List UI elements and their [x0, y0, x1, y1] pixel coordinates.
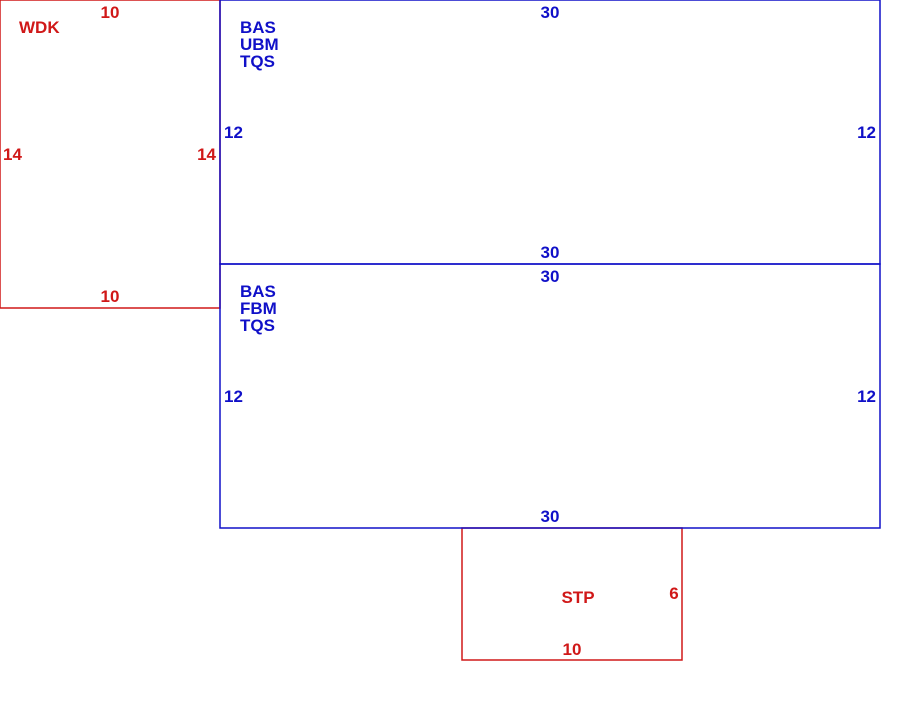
wood-deck-code: WDK [19, 18, 60, 37]
upper-main-code-2: UBM [240, 35, 279, 54]
stoop-code: STP [561, 588, 594, 607]
lower-main-code-3: TQS [240, 316, 275, 335]
wood-deck-left-dimension: 14 [3, 145, 22, 164]
wood-deck-top-dimension: 10 [101, 3, 120, 22]
lower-main-top-dimension: 30 [541, 267, 560, 286]
wood-deck-right-dimension: 14 [197, 145, 216, 164]
upper-main-code-1: BAS [240, 18, 276, 37]
stoop-right-dimension: 6 [669, 584, 678, 603]
wood-deck-outline [0, 0, 221, 309]
stoop-area[interactable]: STP 10 6 [461, 527, 683, 661]
lower-main-code-2: FBM [240, 299, 277, 318]
lower-main-right-dimension: 12 [857, 387, 876, 406]
lower-main-outline [219, 263, 881, 529]
upper-main-code-3: TQS [240, 52, 275, 71]
upper-main-left-dimension: 12 [224, 123, 243, 142]
wood-deck-bottom-dimension: 10 [101, 287, 120, 306]
upper-main-right-dimension: 12 [857, 123, 876, 142]
upper-main-top-dimension: 30 [541, 3, 560, 22]
lower-main-area[interactable]: BAS FBM TQS 30 30 12 12 [219, 263, 881, 529]
wood-deck-area[interactable]: WDK 10 10 14 14 [0, 0, 221, 309]
lower-main-bottom-dimension: 30 [541, 507, 560, 526]
upper-main-area[interactable]: BAS UBM TQS 30 30 12 12 [219, 0, 881, 265]
upper-main-outline [219, 0, 881, 265]
stoop-bottom-dimension: 10 [563, 640, 582, 659]
lower-main-code-1: BAS [240, 282, 276, 301]
lower-main-left-dimension: 12 [224, 387, 243, 406]
upper-main-bottom-dimension: 30 [541, 243, 560, 262]
